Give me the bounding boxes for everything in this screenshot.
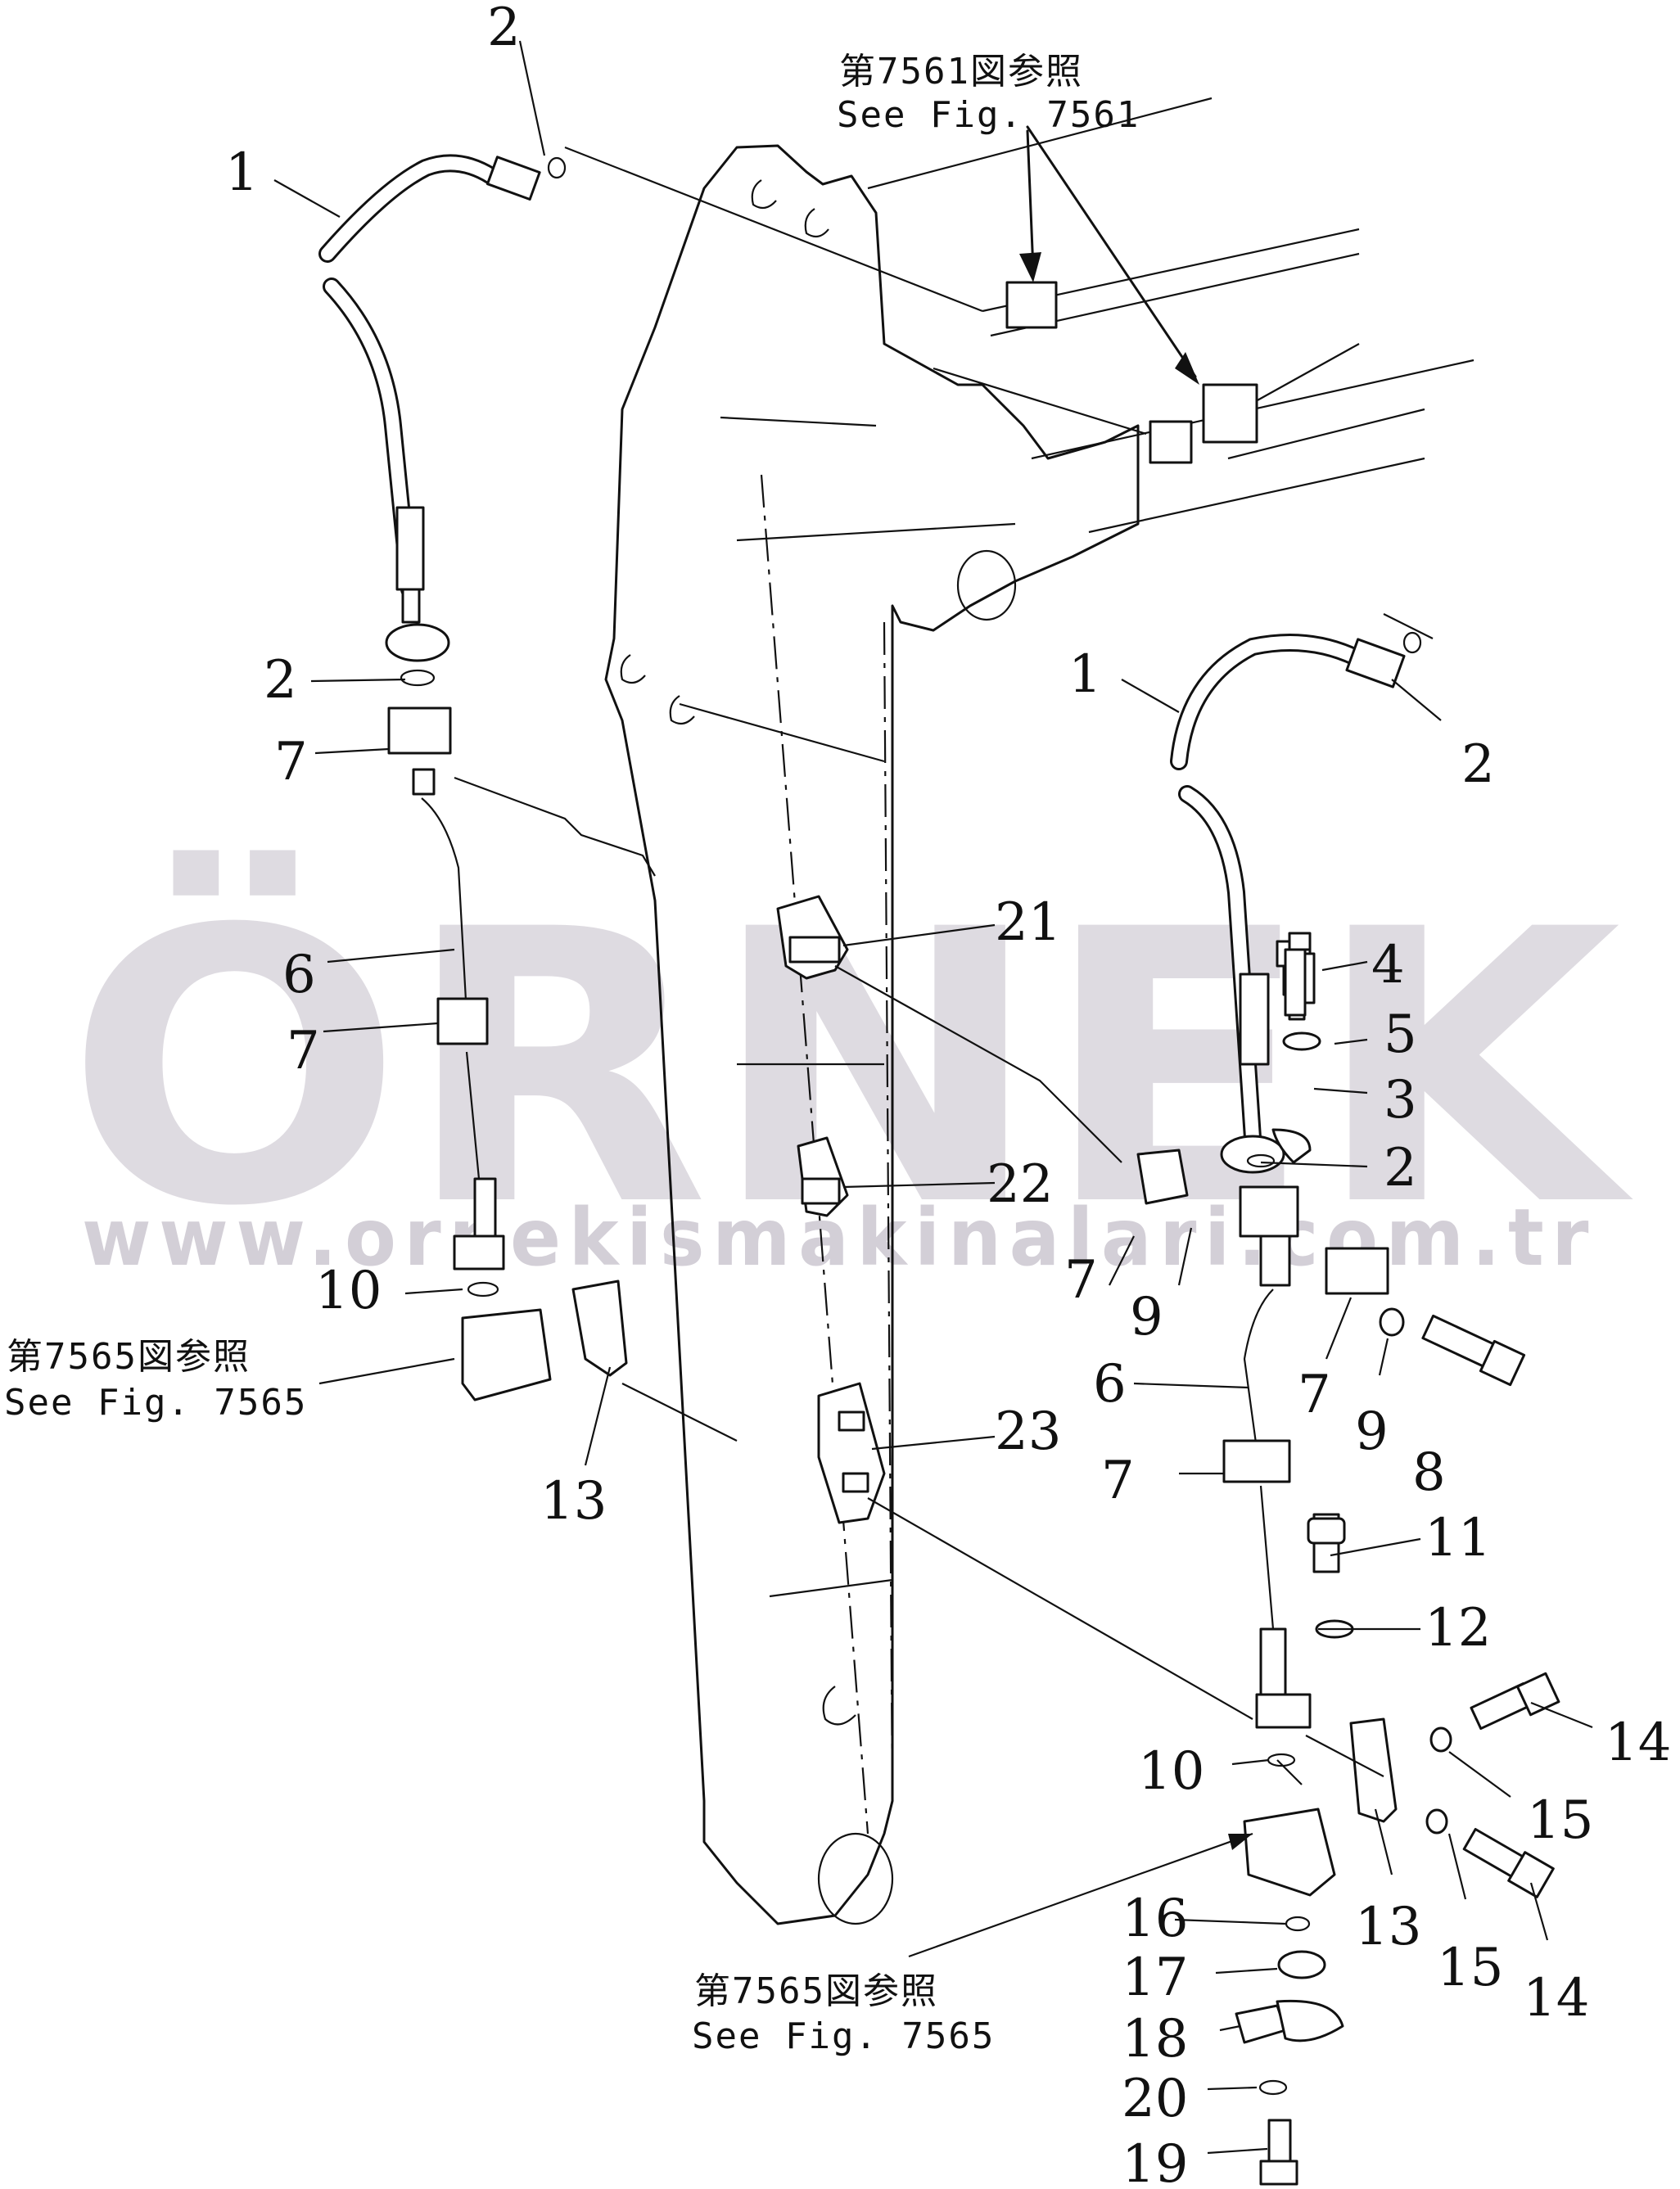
ref-7565-bottom-en: See Fig. 7565 — [692, 2015, 995, 2057]
callout: 10 — [1138, 1741, 1204, 1802]
callout: 2 — [487, 0, 521, 58]
callout: 2 — [1384, 1138, 1417, 1198]
callout: 5 — [1384, 1004, 1417, 1065]
callout: 1 — [225, 142, 259, 203]
callout: 10 — [315, 1261, 382, 1321]
callout: 20 — [1122, 2069, 1188, 2129]
callout: 9 — [1355, 1401, 1389, 1462]
callout: 6 — [282, 945, 316, 1005]
callout: 12 — [1425, 1598, 1491, 1659]
callout: 7 — [287, 1021, 320, 1081]
ref-7565-left-jp: 第7565図参照 — [7, 1336, 251, 1378]
callout: 17 — [1122, 1948, 1188, 2008]
reference-labels: 第7561図参照 See Fig. 7561 第7565図参照 See Fig.… — [4, 51, 1140, 2057]
callout: 3 — [1384, 1070, 1417, 1131]
boom-arm — [604, 97, 1475, 1925]
callout: 2 — [1461, 734, 1495, 795]
right-hose-assembly — [1170, 613, 1560, 2186]
callout: 19 — [1122, 2134, 1188, 2189]
watermark-brand: ÖRNEK — [65, 846, 1636, 1289]
callout: 7 — [1064, 1250, 1098, 1311]
callout: 13 — [540, 1471, 607, 1532]
callout: 1 — [1068, 644, 1102, 705]
callout: 7 — [1101, 1451, 1135, 1511]
callout: 16 — [1122, 1889, 1188, 1949]
callout: 14 — [1523, 1968, 1589, 2029]
leader-lines — [273, 40, 1593, 2155]
callout: 7 — [1298, 1365, 1331, 1425]
ref-7561-jp: 第7561図参照 — [839, 51, 1083, 93]
upper-fittings — [982, 125, 1425, 464]
clamp-brackets — [776, 895, 1253, 1720]
callout: 11 — [1425, 1508, 1491, 1568]
ref-7565-bottom-jp: 第7565図参照 — [694, 1970, 938, 2012]
callout: 15 — [1527, 1790, 1593, 1851]
callout: 14 — [1605, 1713, 1671, 1773]
callout: 22 — [987, 1154, 1053, 1215]
callout: 7 — [274, 732, 308, 792]
left-hose-assembly — [318, 146, 983, 1442]
callout-numbers: 2 1 2 7 6 7 10 13 1 2 21 4 5 3 2 22 7 9 … — [225, 0, 1671, 2189]
callout: 4 — [1371, 935, 1405, 995]
callout: 18 — [1122, 2009, 1188, 2069]
callout: 8 — [1412, 1442, 1446, 1503]
callout: 6 — [1093, 1354, 1127, 1415]
callout: 23 — [995, 1401, 1061, 1462]
watermark: ÖRNEK www.ornekismakinalari.com.tr — [65, 846, 1636, 1289]
ref-7561-en: See Fig. 7561 — [837, 94, 1140, 136]
ref-7565-left-en: See Fig. 7565 — [4, 1382, 307, 1424]
callout: 9 — [1130, 1287, 1163, 1347]
callout: 13 — [1355, 1897, 1421, 1957]
callout: 2 — [264, 650, 297, 711]
callout: 15 — [1437, 1938, 1503, 1998]
callout: 21 — [995, 892, 1061, 953]
